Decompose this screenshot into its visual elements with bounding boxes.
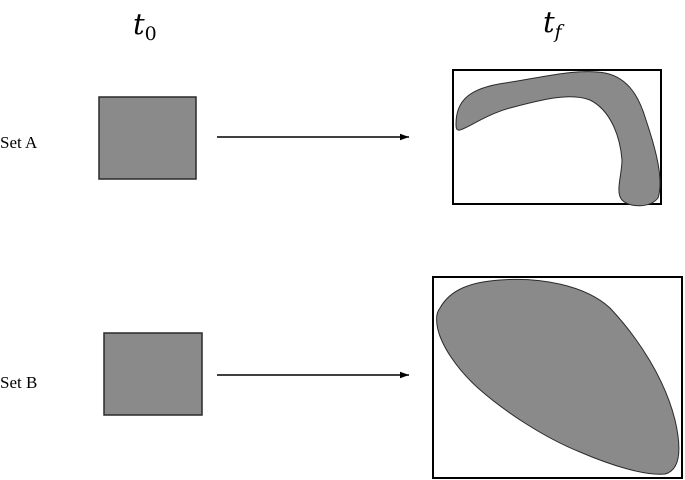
final-time-symbol: t — [543, 5, 555, 39]
set-a-label: Set A — [0, 133, 38, 152]
set-b-evolved-region — [436, 278, 680, 475]
initial-time-symbol: t — [133, 7, 145, 41]
set-b-initial-square — [103, 332, 203, 416]
set-a-evolved-region — [455, 71, 661, 207]
set-a-initial-square — [98, 96, 197, 180]
initial-time-header: t0 — [133, 7, 157, 45]
set-b-label: Set B — [0, 373, 37, 392]
final-time-subscript: f — [553, 21, 565, 43]
final-time-header: tf — [543, 5, 565, 43]
initial-time-subscript: 0 — [145, 23, 157, 45]
